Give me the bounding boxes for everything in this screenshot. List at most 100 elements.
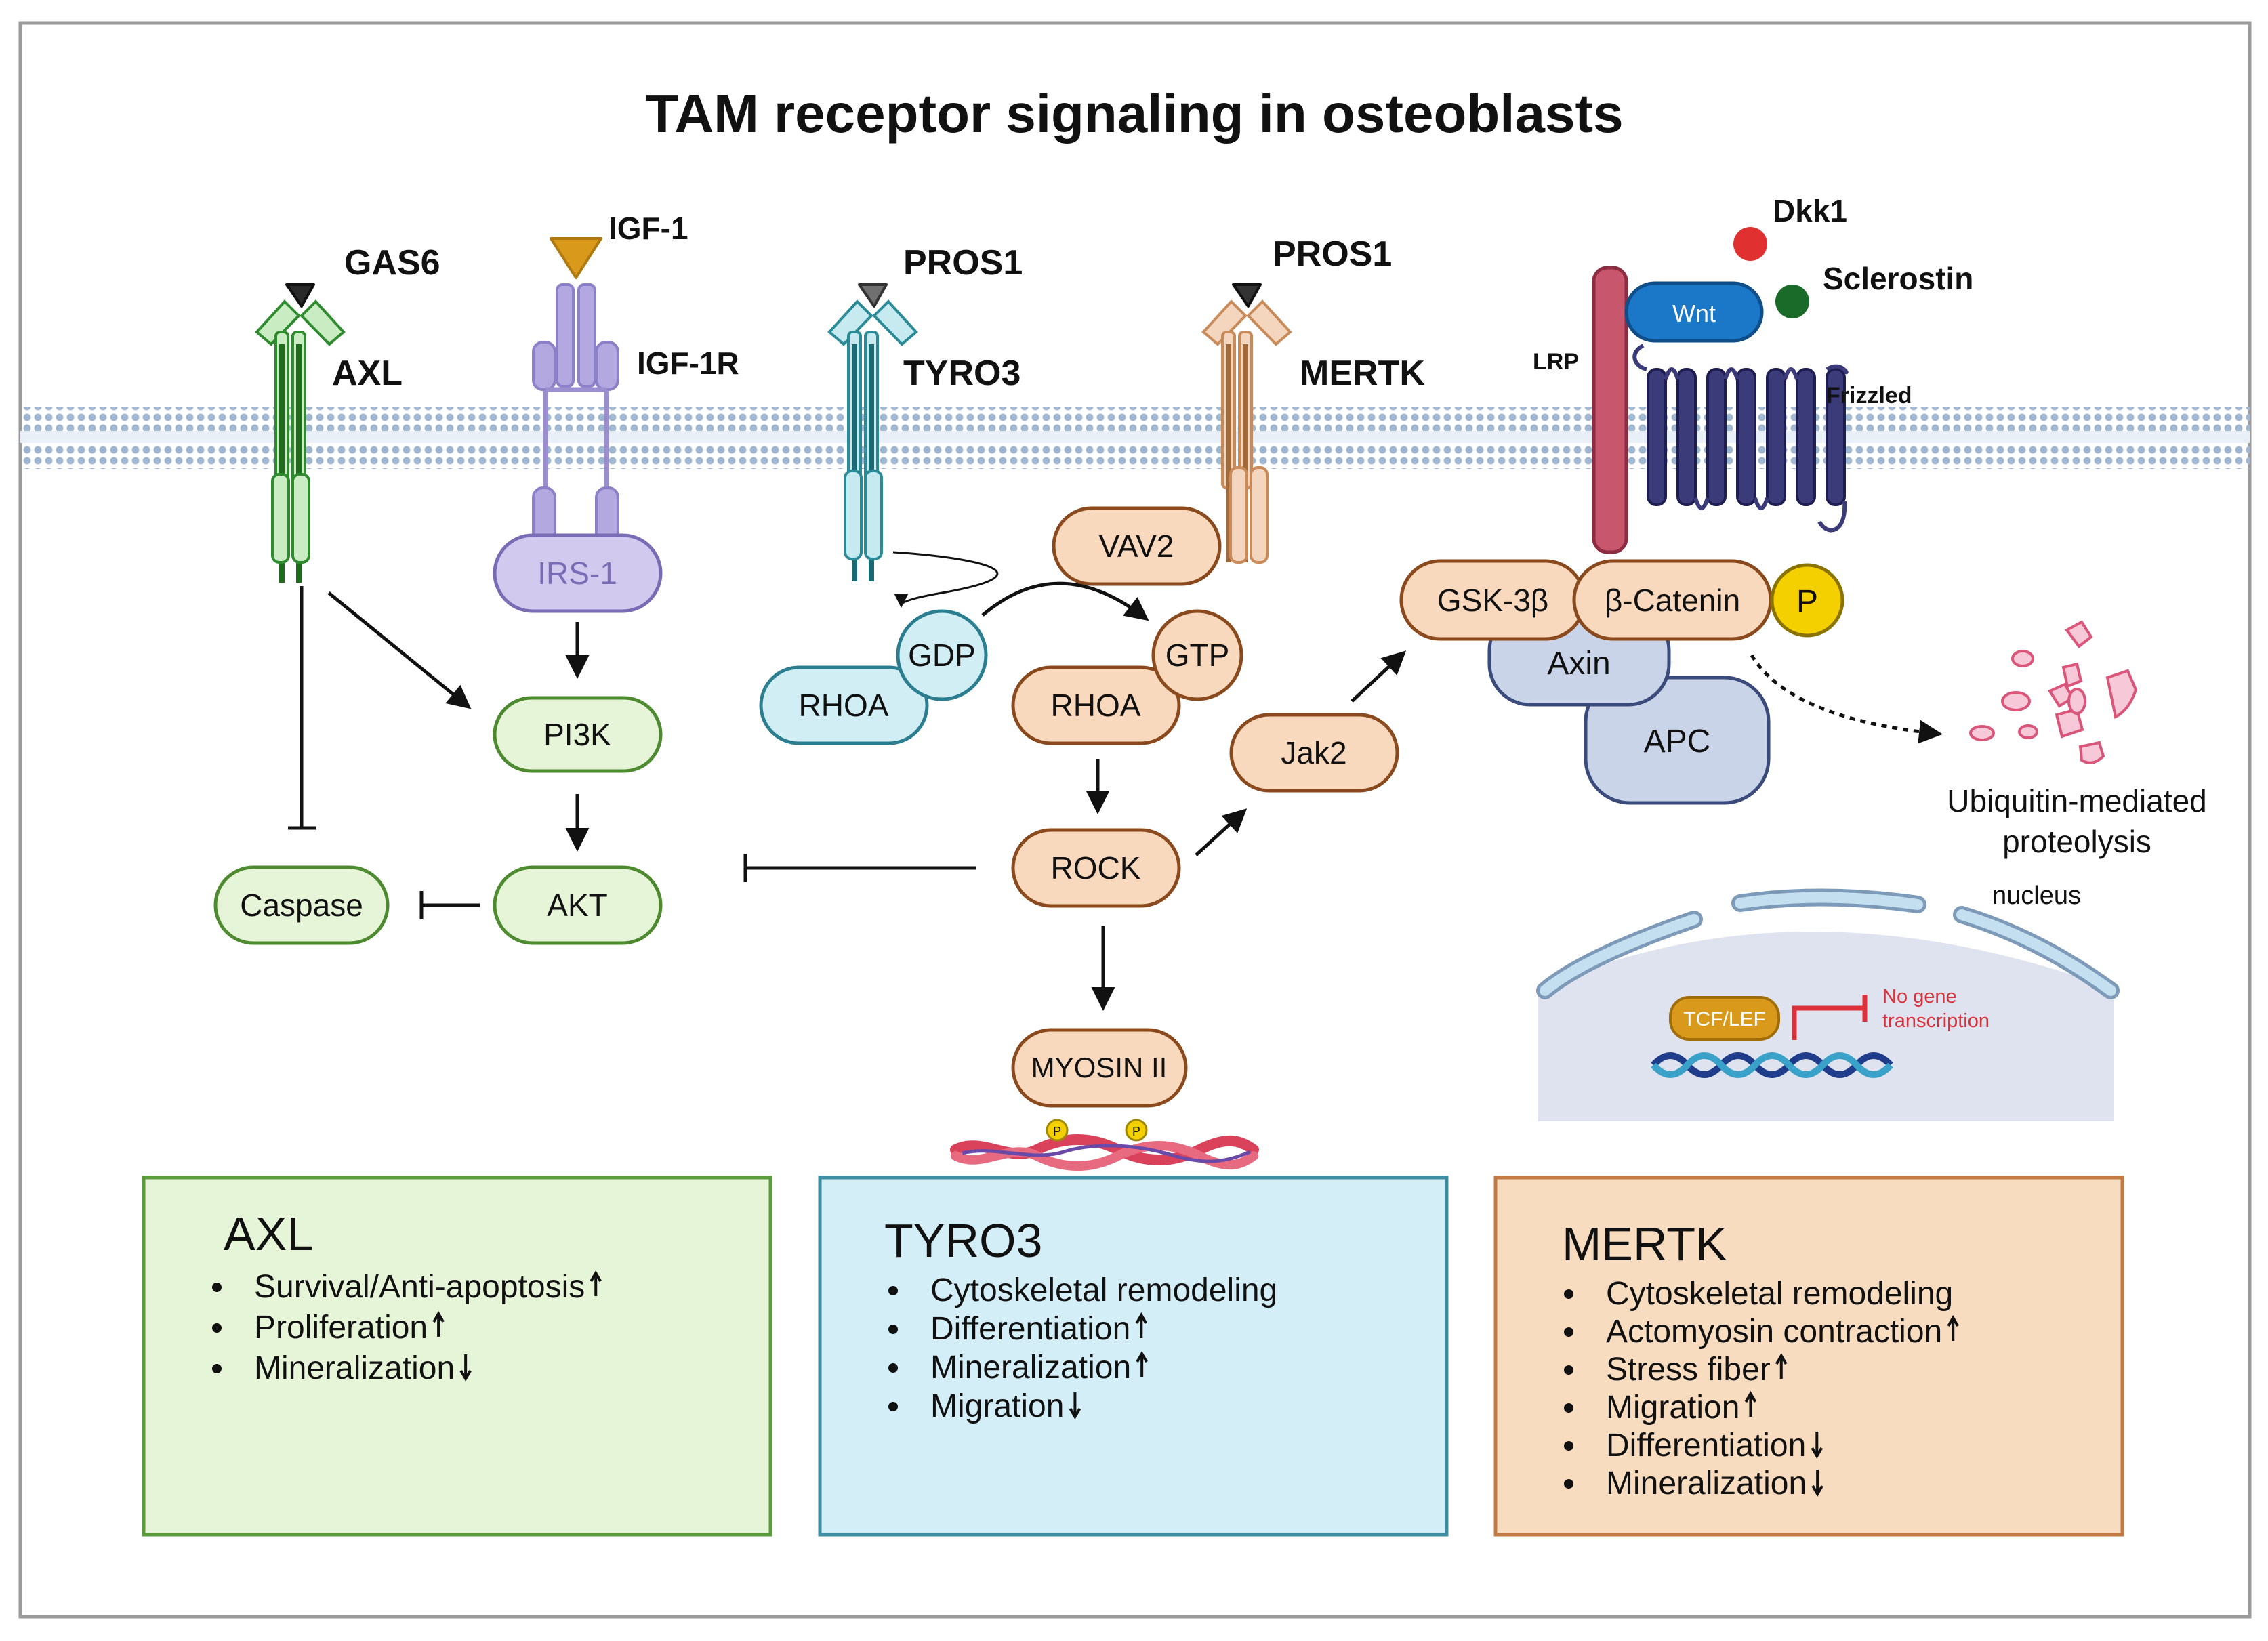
- myosin-phospho-2: P: [1132, 1125, 1140, 1138]
- pi3k-node: PI3K: [493, 696, 663, 773]
- nucleus-label: nucleus: [1992, 881, 2081, 910]
- igf1r-label: IGF-1R: [637, 346, 739, 381]
- nucleus: TCF/LEF: [1536, 888, 2120, 1121]
- destruction-complex: APC Axin GSK-3β β-Catenin P: [1399, 559, 1844, 805]
- axl-box-items: Survival/Anti-apoptosisProliferationMine…: [212, 1269, 602, 1386]
- up-arrow-icon: [1775, 1353, 1788, 1379]
- frizzled-label: Frizzled: [1826, 383, 1912, 409]
- myosin-phospho-1: P: [1053, 1125, 1061, 1138]
- figure-title: TAM receptor signaling in osteoblasts: [645, 83, 1623, 144]
- arrow-rock-jak2: [1195, 808, 1248, 856]
- mertk-bullet: [1564, 1403, 1573, 1413]
- proteolysis-fragments: [1969, 620, 2138, 764]
- tyro3-bullet: [888, 1363, 898, 1373]
- up-arrow-icon: [1947, 1315, 1959, 1341]
- down-arrow-icon: [1069, 1392, 1081, 1419]
- wnt-ligand: [1624, 281, 1764, 343]
- arrow-axl-pi3k: [327, 591, 472, 709]
- no-transcription-line2: transcription: [1882, 1010, 1989, 1032]
- tyro3-box-items: Cytoskeletal remodelingDifferentiationMi…: [888, 1272, 1277, 1424]
- arrow-gdp-gtp: [981, 581, 1149, 621]
- pros1-ligand-a: [858, 283, 888, 308]
- lrp-label: LRP: [1533, 349, 1579, 375]
- irs1-node: IRS-1: [493, 533, 663, 613]
- mertk-label: MERTK: [1300, 354, 1425, 393]
- axl-box-item: Proliferation: [254, 1310, 428, 1346]
- svg-text:TCF/LEF: TCF/LEF: [1683, 1008, 1766, 1031]
- phospho-badge: [1770, 563, 1844, 638]
- wnt-receptor-complex: Wnt: [1592, 227, 1849, 554]
- igf1r-receptor: [532, 237, 619, 543]
- tyro3-box-item: Mineralization: [930, 1350, 1131, 1386]
- axl-box-title: AXL: [224, 1207, 313, 1260]
- rhoa-inactive-node: RHOA GDP: [759, 609, 988, 745]
- svg-text:MYOSIN II: MYOSIN II: [1031, 1052, 1168, 1083]
- down-arrow-icon: [1811, 1432, 1823, 1459]
- axl-bullet: [212, 1323, 222, 1333]
- svg-text:APC: APC: [1644, 724, 1711, 760]
- svg-text:RHOA: RHOA: [799, 688, 889, 723]
- tyro3-box-item: Cytoskeletal remodeling: [930, 1272, 1277, 1308]
- mertk-box-item: Stress fiber: [1606, 1352, 1771, 1388]
- up-arrow-icon: [1135, 1312, 1148, 1338]
- svg-text:Jak2: Jak2: [1281, 735, 1346, 770]
- no-transcription-line1: No gene: [1882, 986, 1957, 1008]
- wnt-label: Wnt: [1672, 299, 1716, 327]
- jak2-node: Jak2: [1229, 713, 1399, 793]
- up-arrow-icon: [1136, 1351, 1148, 1377]
- tyro3-label: TYRO3: [903, 354, 1020, 393]
- igf1-label: IGF-1: [609, 211, 688, 246]
- svg-text:P: P: [1796, 584, 1818, 620]
- pros1-ligand-b: [1232, 283, 1262, 308]
- tyro3-receptor: [827, 283, 918, 581]
- myosin-node: MYOSIN II: [1011, 1028, 1188, 1108]
- mertk-box-item: Migration: [1606, 1390, 1739, 1426]
- ubiquitin-label-line1: Ubiquitin-mediated: [1947, 783, 2207, 818]
- axl-bullet: [212, 1283, 222, 1292]
- mertk-box-item: Mineralization: [1606, 1466, 1807, 1501]
- svg-text:VAV2: VAV2: [1099, 528, 1174, 564]
- dkk1-ligand: [1733, 227, 1767, 261]
- mertk-box-item: Actomyosin contraction: [1606, 1314, 1942, 1350]
- pros1-label-b: PROS1: [1273, 234, 1392, 274]
- frizzled-receptor: [1632, 344, 1849, 533]
- mertk-box-item: Cytoskeletal remodeling: [1606, 1276, 1953, 1312]
- tyro3-box-title: TYRO3: [884, 1214, 1042, 1267]
- tyro3-box-item: Differentiation: [930, 1311, 1130, 1347]
- svg-text:IRS-1: IRS-1: [537, 556, 617, 591]
- summary-box-mertk: MERTK Cytoskeletal remodelingActomyosin …: [1493, 1176, 2124, 1537]
- vav2-node: VAV2: [1052, 506, 1222, 586]
- gas6-label: GAS6: [344, 243, 440, 283]
- arrow-tyro3-gdp: [892, 551, 999, 608]
- svg-text:Axin: Axin: [1547, 646, 1610, 682]
- mertk-bullet: [1564, 1289, 1573, 1299]
- tyro3-bullet: [888, 1325, 898, 1334]
- actomyosin-filament: P P: [950, 1119, 1259, 1171]
- up-arrow-icon: [590, 1270, 602, 1296]
- summary-box-tyro3: TYRO3 Cytoskeletal remodelingDifferentia…: [818, 1176, 1449, 1537]
- lrp-receptor: [1592, 266, 1628, 554]
- mertk-box-title: MERTK: [1562, 1218, 1727, 1270]
- svg-text:GDP: GDP: [908, 638, 976, 673]
- dkk1-label: Dkk1: [1773, 193, 1847, 228]
- svg-text:β-Catenin: β-Catenin: [1605, 583, 1740, 618]
- svg-text:AKT: AKT: [547, 888, 607, 923]
- pathway-edges: [288, 551, 1943, 1011]
- apc-node: [1584, 676, 1771, 805]
- mertk-bullet: [1564, 1479, 1573, 1489]
- svg-text:GTP: GTP: [1166, 638, 1230, 673]
- arrow-jak2-gsk3b: [1351, 650, 1407, 703]
- ubiquitin-label-line2: proteolysis: [2002, 824, 2151, 859]
- rock-node: ROCK: [1011, 828, 1181, 908]
- mertk-receptor: [1201, 283, 1292, 564]
- axl-label: AXL: [332, 354, 403, 393]
- up-arrow-icon: [432, 1311, 445, 1337]
- svg-text:RHOA: RHOA: [1051, 688, 1141, 723]
- mertk-bullet: [1564, 1441, 1573, 1451]
- summary-box-axl: AXL Survival/Anti-apoptosisProliferation…: [142, 1176, 772, 1537]
- down-arrow-icon: [459, 1354, 472, 1382]
- sclerostin-label: Sclerostin: [1823, 261, 1973, 296]
- tyro3-bullet: [888, 1402, 898, 1411]
